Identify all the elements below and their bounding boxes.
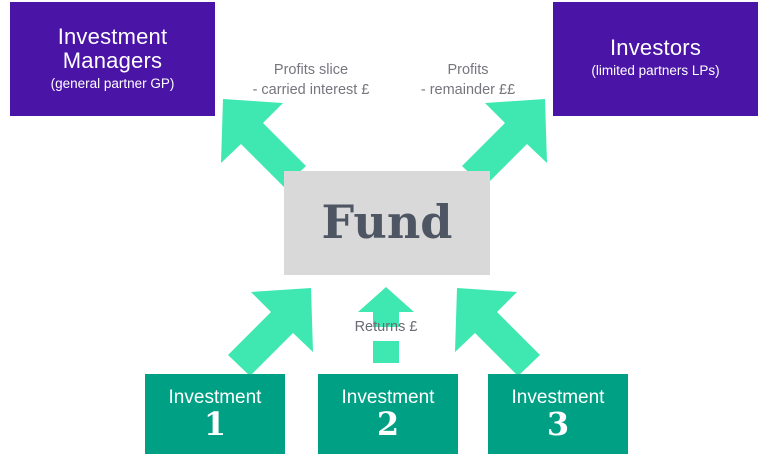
investment-managers-title-line2: Managers [62,48,163,74]
investors-box: Investors (limited partners LPs) [553,2,758,116]
carried-interest-flow-label-line2: - carried interest £ [252,81,370,98]
fund-box: Fund [284,171,490,275]
carried-interest-flow-label-line1: Profits slice [273,62,349,78]
carried-interest-flow-label: Profits slice - carried interest £ [236,61,386,100]
investment-2-word: Investment [341,386,435,408]
investment-1-box: Investment 1 [145,374,285,454]
fund-label: Fund [321,195,453,250]
remainder-flow-label-line2: - remainder ££ [420,81,516,98]
investment-3-number: 3 [546,405,570,444]
investment-1-number: 1 [203,405,227,444]
investors-title: Investors [609,34,702,60]
investment-3-box: Investment 3 [488,374,628,454]
arrow-investment1-to-fund [228,288,313,376]
investors-subtitle: (limited partners LPs) [591,63,720,79]
investment-managers-title-line1: Investment [57,23,168,49]
returns-flow-label: Returns £ [354,319,418,335]
investment-managers-subtitle: (general partner GP) [50,76,175,92]
investment-3-word: Investment [511,386,605,408]
arrow-investment3-to-fund [455,288,540,376]
investment-2-number: 2 [376,405,400,444]
arrow-investment2-to-fund-shaft [373,341,399,363]
investment-1-word: Investment [168,386,262,408]
investment-managers-box: Investment Managers (general partner GP) [10,2,215,116]
investment-2-box: Investment 2 [318,374,458,454]
remainder-flow-label-line1: Profits [447,62,489,78]
remainder-flow-label: Profits - remainder ££ [398,61,538,100]
